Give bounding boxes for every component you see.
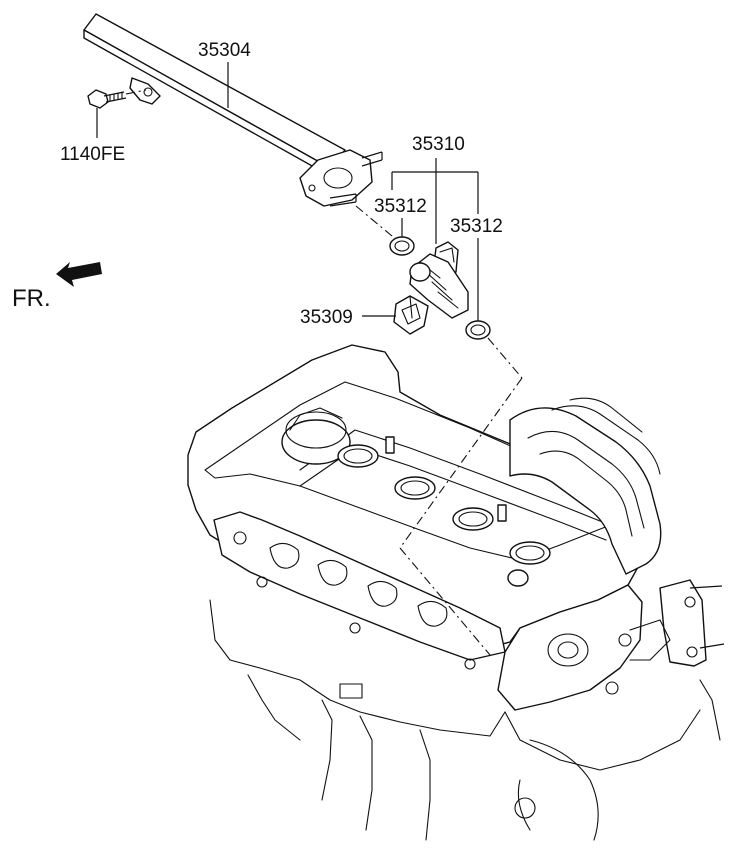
- front-label: FR.: [12, 285, 51, 312]
- leader-lines: [227, 62, 523, 656]
- fuel-injector: [409, 241, 469, 319]
- o-ring-lower: [465, 320, 491, 340]
- front-arrow-icon: [56, 262, 102, 287]
- bolt: [87, 89, 147, 138]
- o-ring-upper: [389, 236, 415, 256]
- label-injector-assembly: 35310: [412, 134, 465, 155]
- engine-cylinder-head: [187, 344, 725, 841]
- label-o-ring-upper: 35312: [374, 196, 427, 217]
- front-direction-indicator: FR.: [12, 262, 102, 312]
- label-o-ring-lower: 35312: [450, 216, 503, 237]
- injector-clip: [393, 295, 429, 335]
- fuel-rail: [83, 13, 383, 207]
- label-fuel-rail: 35304: [198, 40, 251, 61]
- label-injector-clip: 35309: [300, 307, 353, 328]
- label-bolt: 1140FE: [60, 144, 125, 165]
